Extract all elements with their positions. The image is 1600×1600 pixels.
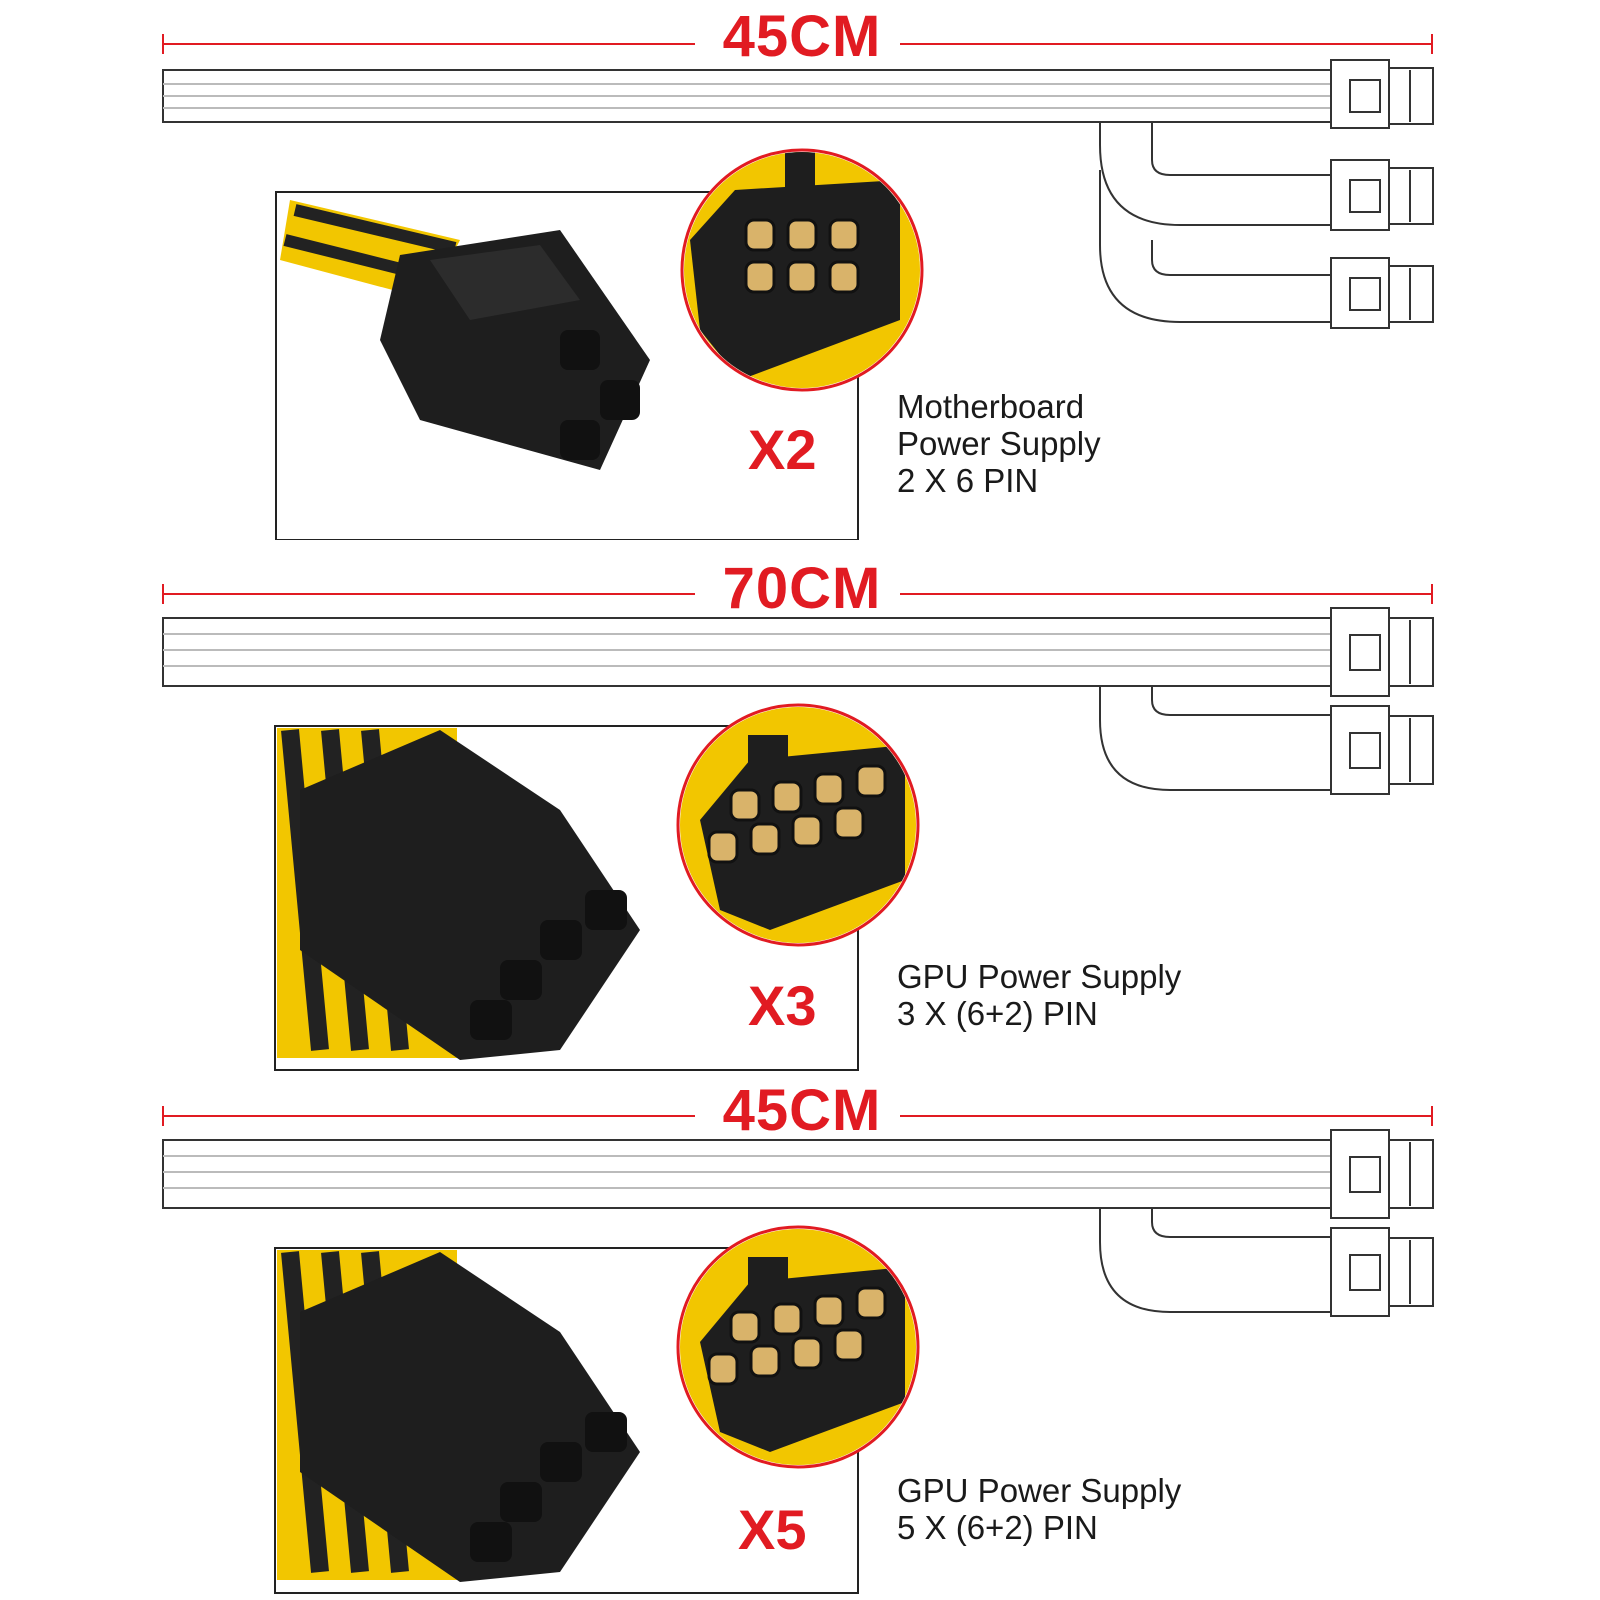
length-label: 45CM	[722, 1078, 882, 1143]
branch-cables	[1099, 1208, 1331, 1313]
connector-branch-2	[1330, 257, 1434, 329]
description-line: 3 X (6+2) PIN	[897, 995, 1098, 1032]
length-label: 70CM	[722, 556, 882, 621]
cable-diagram-1	[162, 34, 1434, 540]
main-cable	[162, 69, 1332, 123]
pin-socket	[828, 260, 860, 294]
pin-grid	[744, 218, 860, 294]
cable-description: Motherboard Power Supply 2 X 6 PIN	[897, 388, 1101, 499]
cable-section-2: 70CM X3 GPU Power Supply 3 X (6+2) PIN	[0, 550, 1600, 1080]
pin-socket	[833, 806, 865, 840]
quantity-label: X2	[748, 418, 817, 481]
pin-socket	[828, 218, 860, 252]
quantity-label: X5	[738, 1498, 807, 1561]
pin-socket	[786, 218, 818, 252]
cable-section-1: 45CM X2 Motherboard Power Supply 2 X 6 P…	[0, 0, 1600, 540]
connector-photo-6pin	[280, 200, 650, 470]
cable-description: GPU Power Supply 5 X (6+2) PIN	[897, 1472, 1181, 1546]
pin-socket	[855, 1286, 887, 1320]
connector-photo-8pin	[277, 1250, 640, 1582]
description-line: Motherboard	[897, 388, 1085, 425]
description-line: GPU Power Supply	[897, 958, 1182, 995]
connector-branch	[1330, 705, 1434, 795]
pin-socket	[744, 260, 776, 294]
dimension-line	[162, 34, 1433, 54]
pin-socket	[855, 764, 887, 798]
pin-socket	[749, 822, 781, 856]
cable-section-3: 45CM X5 GPU Power Supply 5 X (6+2) PIN	[0, 1072, 1600, 1600]
pin-socket	[813, 772, 845, 806]
cable-description: GPU Power Supply 3 X (6+2) PIN	[897, 958, 1181, 1032]
branch-cables	[1099, 686, 1331, 791]
connector-main	[1330, 1129, 1434, 1219]
length-label: 45CM	[722, 4, 882, 69]
pin-socket	[771, 1302, 803, 1336]
pin-socket	[771, 780, 803, 814]
description-line: 5 X (6+2) PIN	[897, 1509, 1098, 1546]
pin-socket	[813, 1294, 845, 1328]
dimension-line	[162, 1106, 1433, 1126]
dimension-line	[162, 584, 1433, 604]
connector-main	[1330, 59, 1434, 129]
cable-diagram-2	[162, 584, 1434, 1071]
connector-main	[1330, 607, 1434, 697]
main-cable	[162, 1139, 1332, 1209]
pin-socket	[744, 218, 776, 252]
pin-grid	[707, 1286, 887, 1386]
connector-branch	[1330, 1227, 1434, 1317]
pin-grid	[707, 764, 887, 864]
pin-socket	[749, 1344, 781, 1378]
description-line: 2 X 6 PIN	[897, 462, 1039, 499]
connector-photo-8pin	[277, 728, 640, 1060]
pin-socket	[707, 1352, 739, 1386]
pin-socket	[729, 1310, 761, 1344]
description-line: GPU Power Supply	[897, 1472, 1182, 1509]
cable-diagram-3	[162, 1106, 1434, 1594]
pin-socket	[729, 788, 761, 822]
description-line: Power Supply	[897, 425, 1101, 462]
pin-socket	[791, 814, 823, 848]
pin-socket	[833, 1328, 865, 1362]
pin-socket	[786, 260, 818, 294]
branch-cables	[1099, 122, 1331, 323]
pin-socket	[707, 830, 739, 864]
pin-socket	[791, 1336, 823, 1370]
main-cable	[162, 617, 1332, 687]
quantity-label: X3	[748, 974, 817, 1037]
connector-branch-1	[1330, 159, 1434, 231]
